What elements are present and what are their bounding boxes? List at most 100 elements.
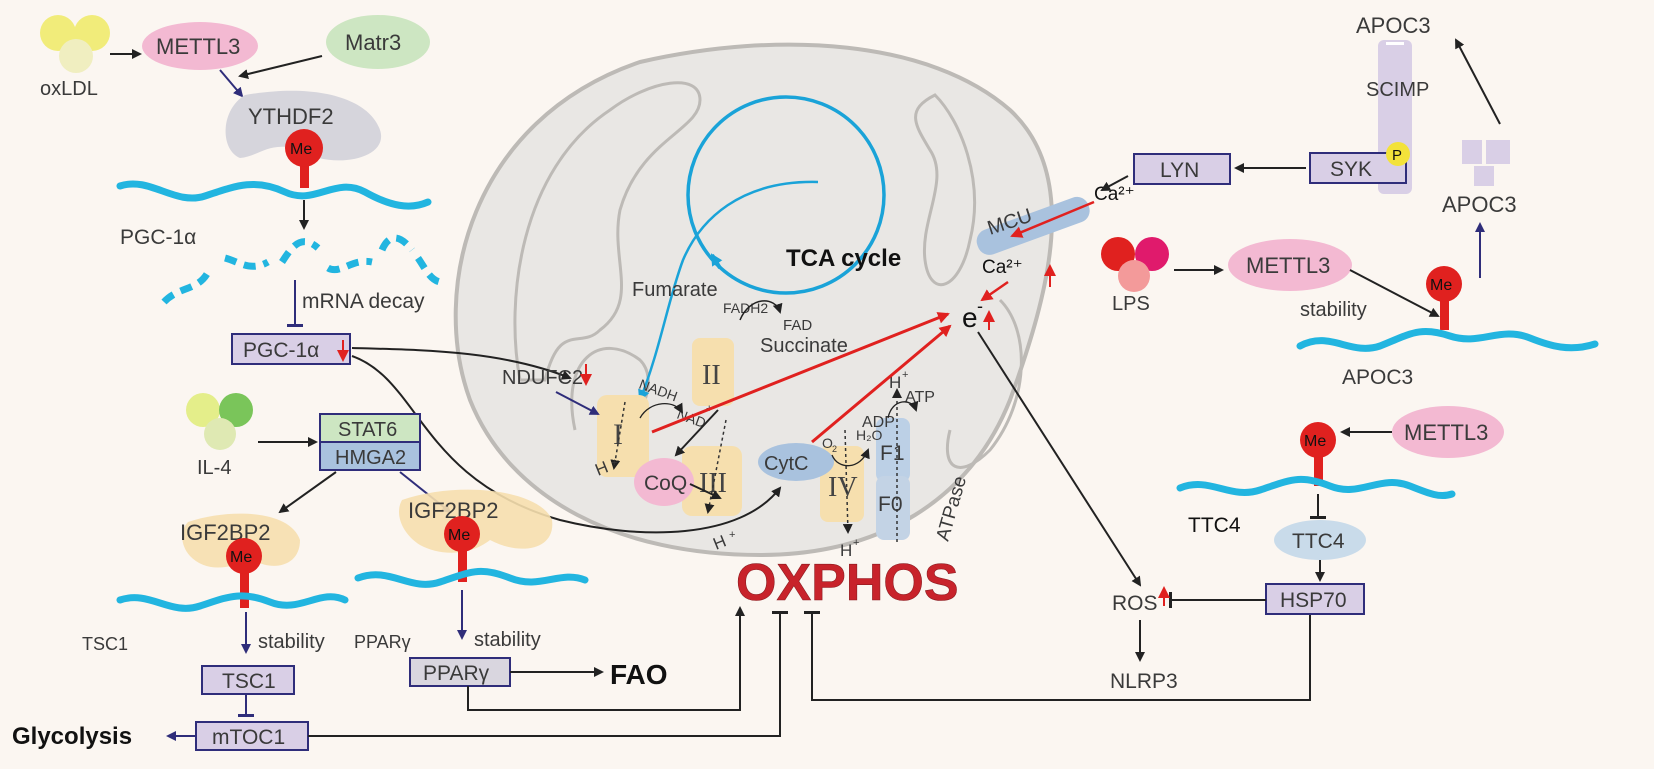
apoc3-to-scimp-arrow [1455,38,1501,125]
phospho-label: P [1392,147,1402,164]
hmga2-to-igf2bp2a-arrow [278,471,337,514]
h-plus-atpase: H [889,373,901,392]
scimp-top-mark [1386,42,1404,45]
adp-atp-arrow [887,400,919,419]
mtoc1-label: mTOC1 [212,726,285,749]
tca-arrowhead [710,253,723,270]
complex-ii-to-coq-arrow [674,409,719,457]
igf2bp2-a-label: IGF2BP2 [180,520,270,545]
complex-iv-label: IV [828,472,858,503]
adp-label: ADP [862,414,895,431]
h-plus-complex-i-sign: + [611,457,617,469]
hmga2-box [319,441,421,471]
ythdf2-label: YTHDF2 [248,104,334,129]
scimp-label: SCIMP [1366,79,1429,101]
fumarate-label: Fumarate [632,279,718,301]
stability-a-label: stability [258,631,325,653]
phospho-mark [1386,142,1410,166]
ttc4-protein-node [1274,520,1366,560]
tca-label: TCA cycle [786,245,901,272]
electron-to-ros-arrow [977,331,1142,587]
electron-leak: e - [651,280,1009,444]
glycolysis-label: Glycolysis [12,723,132,750]
tsc1-mrna-strand [116,592,349,612]
f0-label: F0 [878,493,903,516]
me-top-label: Me [290,141,312,158]
apoc3-mrna-strand [1296,327,1599,352]
mettl3-to-apoc3-arrow [1349,269,1440,317]
complex-iv-proton-path [842,429,853,534]
hsp70-box [1265,583,1365,615]
ca-out-label: Ca²⁺ [1094,184,1135,205]
complex-i-proton-path [610,401,626,470]
me-stalk-right-a [1440,294,1449,330]
me-mark-right-b [1300,422,1336,458]
me-b-label: Me [448,527,470,544]
hmga2-label: HMGA2 [335,447,406,469]
pgc1a-protein-label: PGC-1α [243,339,319,362]
ttc4-protein-label: TTC4 [1292,530,1345,553]
me-mark-top [285,129,323,167]
lyn-to-ca-arrow [1100,175,1129,191]
me-mark-b [444,516,480,552]
lps-label: LPS [1112,293,1150,315]
pparg-to-oxphos-arrow [467,606,745,711]
o2-label: O [822,435,833,451]
pparg-protein-label: PPARγ [423,662,490,685]
f0-subunit [876,476,910,540]
complex-ii: II [692,338,734,406]
ros-label: ROS [1112,592,1158,615]
mettl3-top-label: METTL3 [156,34,240,59]
mettl3-top-node [142,22,258,70]
atp-synthase: F1 F0 ATPase ADP ATP [862,388,971,543]
coq-to-complex-iii-arrow [689,483,722,500]
apoc3-mrna-label: APOC3 [1342,366,1413,389]
cytc-node [758,443,834,481]
pparg-mrna-strand [354,567,589,588]
coq-label: CoQ [644,472,687,495]
me-mark-a [226,538,262,574]
tsc1-mrna-label: TSC1 [82,634,128,654]
fadh2-arrow [739,300,783,321]
complex-i-label: I [613,418,623,451]
tsc1-protein-label: TSC1 [222,670,276,693]
oxphos-label: OXPHOS [736,554,959,612]
ttc4-mrna-label: TTC4 [1188,514,1241,537]
o2-subscript: 2 [832,444,837,454]
complex-ii-box [692,338,734,406]
me-stalk-top [300,150,309,188]
f1-subunit [876,418,910,482]
me-right-b-label: Me [1304,433,1326,450]
il4-particles [186,393,253,450]
h2o-label: H₂O [856,427,883,443]
ttc4-mrna-strand [1176,475,1456,500]
lps-particles [1101,237,1169,292]
ythdf2-node [225,90,382,161]
pgc1a-mrna-strand [116,180,432,210]
ca-import-arrow [1010,200,1095,238]
me-a-label: Me [230,549,252,566]
pparg-protein-box [409,657,511,687]
me-stalk-a [240,568,249,608]
mettl3-to-ythdf2-arrow [219,69,244,98]
syk-label: SYK [1330,158,1372,181]
f1-label: F1 [880,442,905,465]
stability-right-label: stability [1300,299,1367,321]
mettl3-right-a-label: METTL3 [1246,253,1330,278]
h-plus-complex-iv-sign: + [853,537,859,549]
matr3-to-ythdf2-arrow [238,55,323,79]
tsc1-protein-box [201,665,295,695]
tca-circle [686,95,886,295]
degraded-mrna [161,234,442,305]
h-plus-complex-iv: H [840,541,852,560]
ca-to-electron-arrow [980,280,1009,302]
mettl3-right-b-label: METTL3 [1404,420,1488,445]
me-mark-right-a [1426,266,1462,302]
complex-i-electron-arrow [651,312,950,434]
complex-ii-label: II [702,360,721,391]
igf2bp2-b-node [399,489,553,553]
fao-label: FAO [610,659,668,690]
o2-h2o-arrow [831,448,870,467]
hsp70-inhibits-oxphos [804,600,1311,701]
complex-i-box [597,395,649,477]
